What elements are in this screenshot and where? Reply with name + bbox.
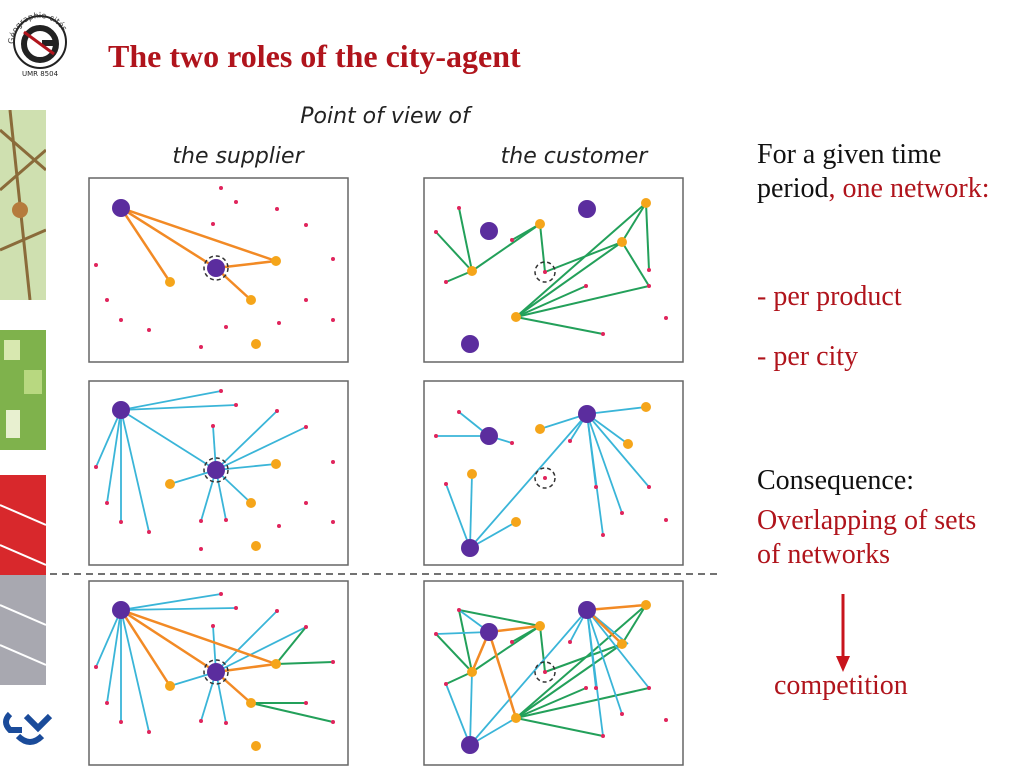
bullet-per-product: - per product	[757, 281, 902, 312]
bullet-per-city: - per city	[757, 341, 859, 372]
map-thumbnail-image	[0, 110, 46, 300]
cnrs-logo	[3, 711, 53, 745]
panel-supplier-bottom	[88, 580, 349, 766]
logo-text-bottom: UMR 8504	[22, 70, 59, 78]
panel-customer-middle-network	[434, 402, 668, 557]
panel-customer-middle	[423, 380, 684, 566]
satellite-thumbnail-image	[0, 330, 46, 450]
column-customer-label: the customer	[501, 144, 650, 169]
panel-supplier-top	[88, 177, 349, 363]
column-supplier-label: the supplier	[172, 144, 305, 169]
text-consequence: Consequence:	[757, 465, 915, 496]
panel-supplier-middle-network	[94, 389, 335, 551]
text-overlapping: Overlapping of sets of networks	[757, 505, 977, 570]
red-map-thumbnail-image	[0, 475, 46, 685]
geographie-cites-logo: Géographie-cités UMR 8504	[7, 11, 69, 78]
panel-supplier-bottom-network	[94, 592, 335, 751]
panel-supplier-middle	[88, 380, 349, 566]
slide-title: The two roles of the city-agent	[108, 38, 521, 74]
text-competition: competition	[774, 670, 908, 701]
panel-customer-bottom	[423, 580, 684, 766]
paragraph-time-period: For a given time period, one network:	[757, 138, 997, 206]
text-time-period: For a given time period	[757, 139, 942, 204]
down-arrow-icon	[836, 594, 850, 672]
panel-supplier-top-network	[94, 186, 335, 349]
text-one-network: , one network:	[828, 173, 990, 204]
panel-customer-bottom-network	[434, 600, 668, 754]
panel-customer-top-network	[434, 198, 668, 353]
panel-customer-top	[423, 177, 684, 363]
point-of-view-heading: Point of view of	[300, 104, 473, 129]
